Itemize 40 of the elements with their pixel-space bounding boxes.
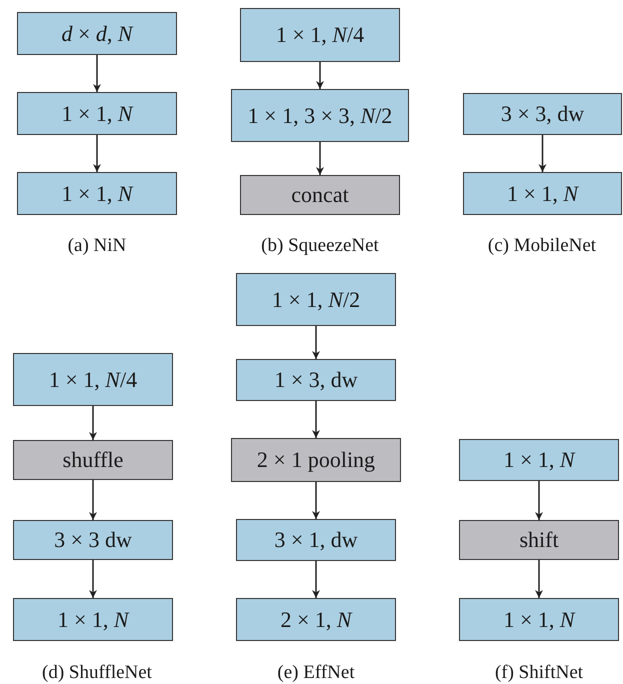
- subfigure-caption: (a) NiN: [68, 234, 126, 258]
- arrow: [312, 326, 320, 359]
- layer-box: 3 × 3, dw: [463, 93, 622, 135]
- arrow: [316, 62, 324, 89]
- layer-box: 3 × 3 dw: [13, 520, 173, 560]
- layer-box: 2 × 1, N: [236, 598, 396, 641]
- layer-box: d × d, N: [17, 12, 177, 55]
- subfigure-caption: (e) EffNet: [277, 660, 355, 684]
- arrow: [89, 406, 97, 440]
- layer-box: 1 × 1, N/4: [240, 8, 400, 62]
- operation-box: 2 × 1 pooling: [231, 438, 401, 482]
- arrow: [93, 135, 101, 172]
- layer-box: 1 × 1, N: [463, 172, 622, 215]
- arrow: [316, 142, 324, 175]
- subfigure-caption: (b) SqueezeNet: [261, 234, 379, 258]
- layer-box: 1 × 1, 3 × 3, N/2: [231, 89, 409, 142]
- subfigure-caption: (d) ShuffleNet: [42, 660, 152, 684]
- operation-box: concat: [240, 175, 400, 215]
- arrow: [312, 561, 320, 598]
- arrow: [312, 482, 320, 519]
- arrow: [535, 560, 543, 598]
- layer-box: 1 × 1, N: [17, 172, 177, 215]
- operation-box: shift: [459, 520, 619, 560]
- arrow: [538, 135, 546, 172]
- arrow: [312, 401, 320, 438]
- layer-box: 1 × 1, N/2: [236, 273, 396, 326]
- layer-box: 1 × 1, N/4: [13, 353, 173, 406]
- arrow: [93, 55, 101, 92]
- layer-box: 1 × 1, N: [13, 598, 173, 641]
- layer-box: 1 × 1, N: [17, 92, 177, 135]
- subfigure-caption: (c) MobileNet: [488, 234, 596, 258]
- subfigure-caption: (f) ShiftNet: [494, 660, 584, 684]
- operation-box: shuffle: [13, 440, 173, 480]
- arrow: [89, 560, 97, 598]
- arrow: [89, 480, 97, 520]
- layer-box: 1 × 3, dw: [236, 359, 396, 401]
- arrow: [535, 481, 543, 520]
- layer-box: 1 × 1, N: [459, 598, 619, 641]
- layer-box: 1 × 1, N: [459, 439, 619, 481]
- layer-box: 3 × 1, dw: [236, 519, 396, 561]
